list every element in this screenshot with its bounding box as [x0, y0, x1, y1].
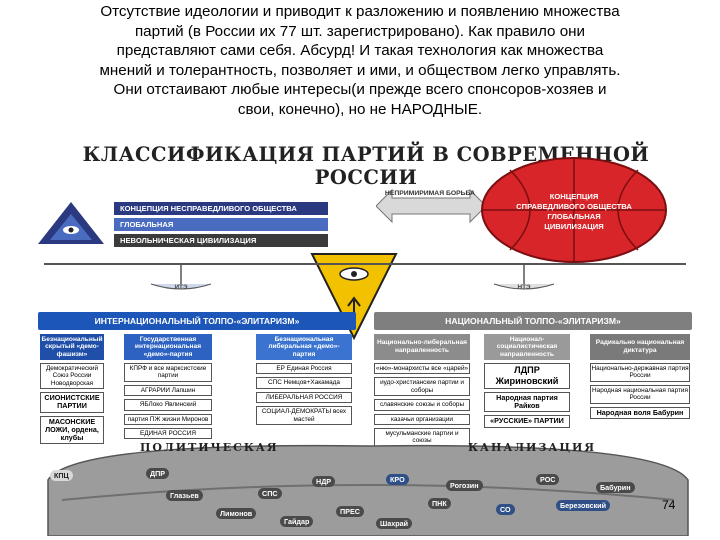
party-cell: ЛИБЕРАЛЬНАЯ РОССИЯ [256, 391, 352, 404]
party-column: Радикально национальная диктатура Национ… [590, 334, 690, 419]
party-chip: КПЦ [50, 470, 73, 481]
party-chip: РОС [536, 474, 560, 485]
basketball-icon [481, 157, 667, 263]
intro-line: мнений и толерантность, позволяет и ими,… [99, 61, 621, 79]
intro-line: Отсутствие идеологии и приводит к разлож… [100, 3, 620, 20]
party-cell: славянские союзы и соборы [374, 399, 470, 411]
bottom-left-title: ПОЛИТИЧЕСКАЯ [140, 441, 279, 454]
bottom-right-title: КАНАЛИЗАЦИЯ [468, 441, 597, 454]
party-chip: СО [496, 504, 515, 515]
ball-line: ЦИВИЛИЗАЦИЯ [544, 222, 604, 231]
column-head: Радикально национальная диктатура [590, 334, 690, 360]
page-number: 74 [662, 498, 676, 512]
party-cell: МАСОНСКИЕ ЛОЖИ, ордена, клубы [40, 415, 104, 445]
party-chip: НДР [312, 476, 336, 487]
classification-poster: КЛАССИФИКАЦИЯ ПАРТИЙ В СОВРЕМЕННОЙ РОССИ… [36, 138, 696, 536]
party-cell: АГРАРИИ Лапшин [124, 384, 212, 397]
column-head: Национально-либеральная направленность [374, 334, 470, 360]
column-head: Безнациональный скрытый «демо-фашизм» [40, 334, 104, 360]
column-head: Национал-социалистическая направленность [484, 334, 570, 360]
party-cell: ЯБЛоко Явлинский [124, 399, 212, 411]
party-cell: СОЦИАЛ-ДЕМОКРАТЫ всех мастей [256, 406, 352, 426]
party-chip: Гайдар [280, 516, 314, 527]
party-chip: ДПР [146, 468, 170, 479]
party-chip: Лимонов [216, 508, 257, 519]
party-chip: Бабурин [596, 482, 635, 493]
party-chip: СПС [258, 488, 282, 499]
column-head: Безнациональная либеральная «демо»-парти… [256, 334, 352, 360]
fight-label: НЕПРИМИРИМАЯ БОРЬБА [384, 190, 476, 197]
pan-left-label: ИТЭ [174, 284, 188, 291]
party-column: Национально-либеральная направленность «… [374, 334, 470, 447]
party-cell: иудо-христианские партии и соборы [374, 377, 470, 397]
party-cell: Народная национальная партия России [590, 384, 690, 404]
party-chip: КРО [386, 474, 409, 485]
party-cell: Демократический Союз России Новодворская [40, 363, 104, 390]
party-chip: Глазьев [166, 490, 203, 501]
banner-global: ГЛОБАЛЬНАЯ [114, 218, 328, 231]
party-cell: партия ПЖ жизни Миронов [124, 413, 212, 426]
ball-line: ГЛОБАЛЬНАЯ [547, 212, 601, 221]
party-chip: Березовский [556, 500, 611, 511]
intro-line: Они отстаивают любые интересы(и прежде в… [113, 81, 607, 98]
pyramid-eye-icon [38, 202, 104, 244]
intro-line: партий (в России их 77 шт. зарегистриров… [134, 22, 586, 40]
double-arrow-icon [376, 188, 486, 224]
party-chip: ПНК [428, 498, 451, 509]
party-cell: КПРФ и все марксистские партии [124, 363, 212, 382]
banner-slave: НЕВОЛЬНИЧЕСКАЯ ЦИВИЛИЗАЦИЯ [114, 234, 328, 247]
party-cell: Национально-державная партия России [590, 363, 690, 382]
party-column: Национал-социалистическая направленность… [484, 334, 570, 428]
party-column: Безнациональный скрытый «демо-фашизм» Де… [40, 334, 104, 445]
party-chip: Шахрай [376, 518, 413, 529]
banner-concept: КОНЦЕПЦИЯ НЕСПРАВЕДЛИВОГО ОБЩЕСТВА [114, 202, 328, 215]
pan-right-label: НТЭ [517, 284, 531, 291]
party-column: Государственная интернациональная «демо»… [124, 334, 212, 440]
party-cell: «РУССКИЕ» ПАРТИИ [484, 415, 570, 428]
party-cell: «ню»-монархисты все «царей» [374, 363, 470, 375]
party-cell: ЕР Единая Россия [256, 363, 352, 375]
intro-text: Отсутствие идеологии и приводит к разлож… [20, 2, 700, 119]
party-cell: ЛДПР Жириновский [484, 363, 570, 389]
party-cell: казачьи организации [374, 413, 470, 426]
party-cell: СИОНИСТСКИЕ ПАРТИИ [40, 392, 104, 413]
ball-line: СПРАВЕДЛИВОГО ОБЩЕСТВА [516, 202, 632, 211]
party-cell: СПС Немцов+Хакамада [256, 377, 352, 389]
intro-line: представляют сами себя. Абсурд! И такая … [116, 42, 604, 59]
column-head: Государственная интернациональная «демо»… [124, 334, 212, 360]
ball-line: КОНЦЕПЦИЯ [549, 192, 599, 201]
party-chip: ПРЕС [336, 506, 364, 517]
sewer-pipe-illustration [47, 444, 689, 536]
right-panel-header: НАЦИОНАЛЬНЫЙ ТОЛПО-«ЭЛИТАРИЗМ» [374, 312, 692, 330]
poster-title: КЛАССИФИКАЦИЯ ПАРТИЙ В СОВРЕМЕННОЙ РОССИ… [82, 143, 650, 189]
intro-line: свои, конечно), но не НАРОДНЫЕ. [237, 100, 483, 118]
party-cell: Народная воля Бабурин [590, 406, 690, 419]
party-column: Безнациональная либеральная «демо»-парти… [256, 334, 352, 426]
party-cell: ЕДИНАЯ РОССИЯ [124, 428, 212, 440]
ball-text: КОНЦЕПЦИЯ СПРАВЕДЛИВОГО ОБЩЕСТВА ГЛОБАЛЬ… [506, 192, 642, 232]
party-chip: Рогозин [446, 480, 483, 491]
left-panel-header: ИНТЕРНАЦИОНАЛЬНЫЙ ТОЛПО-«ЭЛИТАРИЗМ» [38, 312, 356, 330]
party-cell: Народная партия Райков [484, 392, 570, 413]
